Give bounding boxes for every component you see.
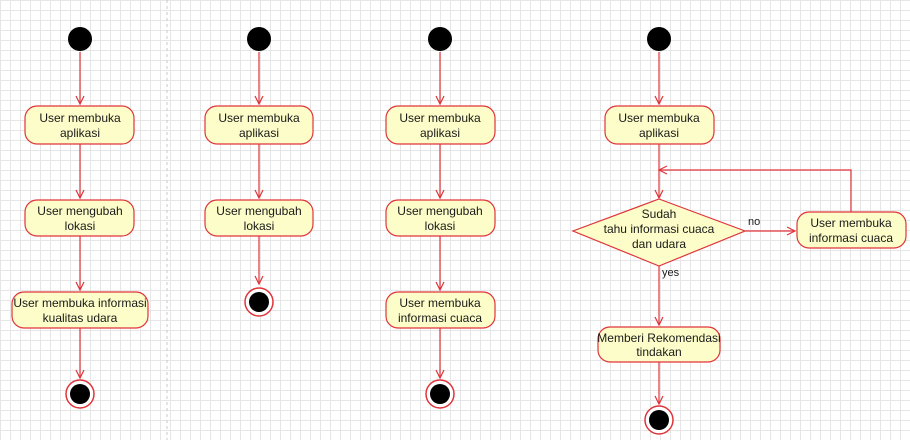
action-node: User mengubah lokasi	[24, 199, 135, 237]
action-label: User membuka	[399, 296, 481, 310]
start-node	[647, 27, 671, 51]
action-label: User mengubah	[37, 204, 122, 218]
activity-diagram-3: User membuka aplikasi User mengubah loka…	[385, 27, 496, 409]
action-label: Memberi Rekomendasi	[597, 331, 720, 345]
start-node	[68, 27, 92, 51]
action-label: tindakan	[636, 345, 681, 359]
action-label: lokasi	[244, 219, 275, 233]
end-node	[244, 287, 274, 317]
action-node: User mengubah lokasi	[385, 199, 496, 237]
action-label: User membuka	[810, 216, 892, 230]
start-node	[247, 27, 271, 51]
action-node: User mengubah lokasi	[204, 199, 314, 237]
action-label: lokasi	[425, 219, 456, 233]
activity-diagram-4: User membuka aplikasi Sudah tahu informa…	[571, 27, 907, 435]
activity-diagram-1: User membuka aplikasi User mengubah loka…	[11, 27, 149, 409]
action-label: User membuka	[399, 111, 481, 125]
action-label: User membuka	[618, 111, 700, 125]
loop-back-arrow	[659, 170, 852, 212]
action-label: User membuka	[39, 111, 121, 125]
action-label: User membuka	[218, 111, 300, 125]
action-label: User mengubah	[216, 204, 301, 218]
action-label: aplikasi	[420, 126, 460, 140]
decision-label: Sudah	[642, 207, 677, 221]
action-label: User mengubah	[397, 204, 482, 218]
action-label: aplikasi	[639, 126, 679, 140]
decision-node: Sudah tahu informasi cuaca dan udara	[571, 198, 747, 267]
end-node	[65, 379, 95, 409]
end-node	[425, 379, 455, 409]
no-guard-label: no	[748, 216, 760, 228]
action-node: User membuka aplikasi	[604, 105, 715, 145]
action-label: kualitas udara	[43, 311, 118, 325]
action-label: informasi cuaca	[398, 311, 482, 325]
action-node: User membuka aplikasi	[204, 105, 314, 145]
action-node: User membuka informasi cuaca	[385, 291, 496, 329]
decision-label: tahu informasi cuaca	[604, 222, 715, 236]
action-label: aplikasi	[60, 126, 100, 140]
decision-label: dan udara	[632, 237, 686, 251]
end-node	[644, 405, 674, 435]
start-node	[428, 27, 452, 51]
action-node: User membuka aplikasi	[385, 105, 496, 145]
action-label: User membuka informasi	[13, 296, 146, 310]
activity-diagram-2: User membuka aplikasi User mengubah loka…	[204, 27, 314, 317]
action-label: informasi cuaca	[809, 231, 893, 245]
action-node: User membuka informasi cuaca	[796, 211, 907, 249]
action-label: aplikasi	[239, 126, 279, 140]
action-label: lokasi	[65, 219, 96, 233]
action-node: User membuka informasi kualitas udara	[11, 291, 149, 329]
yes-guard-label: yes	[662, 267, 680, 279]
action-node: Memberi Rekomendasi tindakan	[597, 326, 721, 363]
action-node: User membuka aplikasi	[24, 105, 135, 145]
